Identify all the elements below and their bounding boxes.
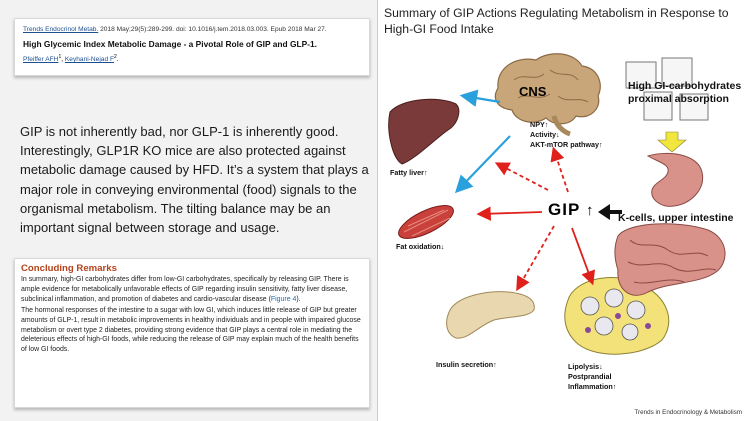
npy-label: NPY↑ [530, 120, 549, 129]
activity-label: Activity↓ [530, 130, 560, 139]
k-cells-label: K-cells, upper intestine [618, 212, 734, 224]
main-paragraph: GIP is not inherently bad, nor GLP-1 is … [20, 124, 369, 236]
blue-arrow-icon [454, 135, 511, 194]
remarks-heading: Concluding Remarks [21, 263, 117, 274]
red-dashed-arrow-icon [550, 146, 569, 193]
red-dashed-arrow-icon [516, 225, 555, 292]
author-sup: 1 [58, 54, 62, 60]
remarks-paragraph-2: The hormonal responses of the intestine … [21, 306, 361, 354]
brain-image [494, 53, 601, 137]
blue-arrow-icon [459, 89, 501, 107]
yellow-arrow-down-icon [657, 131, 687, 153]
insulin-secretion-label: Insulin secretion↑ [436, 360, 497, 369]
black-arrow-icon [598, 204, 622, 220]
inflammation-label: Inflammation↑ [568, 382, 617, 391]
citation-card: Trends Endocrinol Metab. 2018 May;29(5):… [14, 18, 370, 76]
gip-label: GIP [548, 200, 581, 219]
akt-mtor-label: AKT-mTOR pathway↑ [530, 140, 603, 149]
fatty-liver-label: Fatty liver↑ [390, 168, 428, 177]
cns-label: CNS [519, 84, 547, 99]
figure-title: Summary of GIP Actions Regulating Metabo… [384, 6, 729, 36]
remarks-paragraph-1: In summary, high-GI carbohydrates differ… [21, 275, 363, 305]
figure-link[interactable]: Figure 4 [270, 295, 297, 303]
red-dashed-arrow-icon [494, 162, 549, 191]
author-list: Pfeiffer AFH1, Keyhani-Nejad F2. [23, 54, 361, 63]
author-link[interactable]: Pfeiffer AFH [23, 56, 59, 64]
remarks-text: In summary, high-GI carbohydrates differ… [21, 276, 349, 303]
citation-meta: Trends Endocrinol Metab. 2018 May;29(5):… [23, 26, 361, 33]
red-arrow-icon [476, 206, 543, 221]
author-separator: , [61, 56, 65, 64]
gip-up-arrow-icon: ↑ [586, 202, 594, 219]
remarks-text-end: ). [296, 295, 301, 303]
adipose-tissue-image [564, 277, 670, 355]
sugar-cubes-image [625, 57, 709, 121]
liver-image [388, 98, 460, 165]
journal-link[interactable]: Trends Endocrinol Metab. [23, 26, 99, 33]
pancreas-image [446, 291, 535, 339]
proximal-absorption-label: proximal absorption [628, 93, 729, 105]
author-sup: 2 [114, 54, 117, 60]
author-link[interactable]: Keyhani-Nejad F [64, 56, 115, 64]
stomach-intestine-image [614, 152, 726, 296]
concluding-remarks-box: Concluding Remarks In summary, high-GI c… [14, 258, 370, 408]
journal-watermark: Trends in Endocrinology & Metabolism [634, 409, 742, 416]
lipolysis-label: Lipolysis↓ [568, 362, 603, 371]
muscle-image [398, 205, 454, 239]
citation-details: 2018 May;29(5):289-299. doi: 10.1016/j.t… [98, 26, 327, 33]
figure-illustration [388, 53, 726, 355]
postprandial-label: Postprandial [568, 372, 612, 381]
red-arrow-icon [571, 227, 596, 286]
high-gi-label: High GI-carbohydrates [628, 80, 742, 92]
article-title[interactable]: High Glycemic Index Metabolic Damage - a… [23, 39, 317, 49]
author-end: . [116, 56, 119, 64]
fat-oxidation-label: Fat oxidation↓ [396, 242, 445, 251]
summary-figure: Summary of GIP Actions Regulating Metabo… [377, 0, 750, 421]
